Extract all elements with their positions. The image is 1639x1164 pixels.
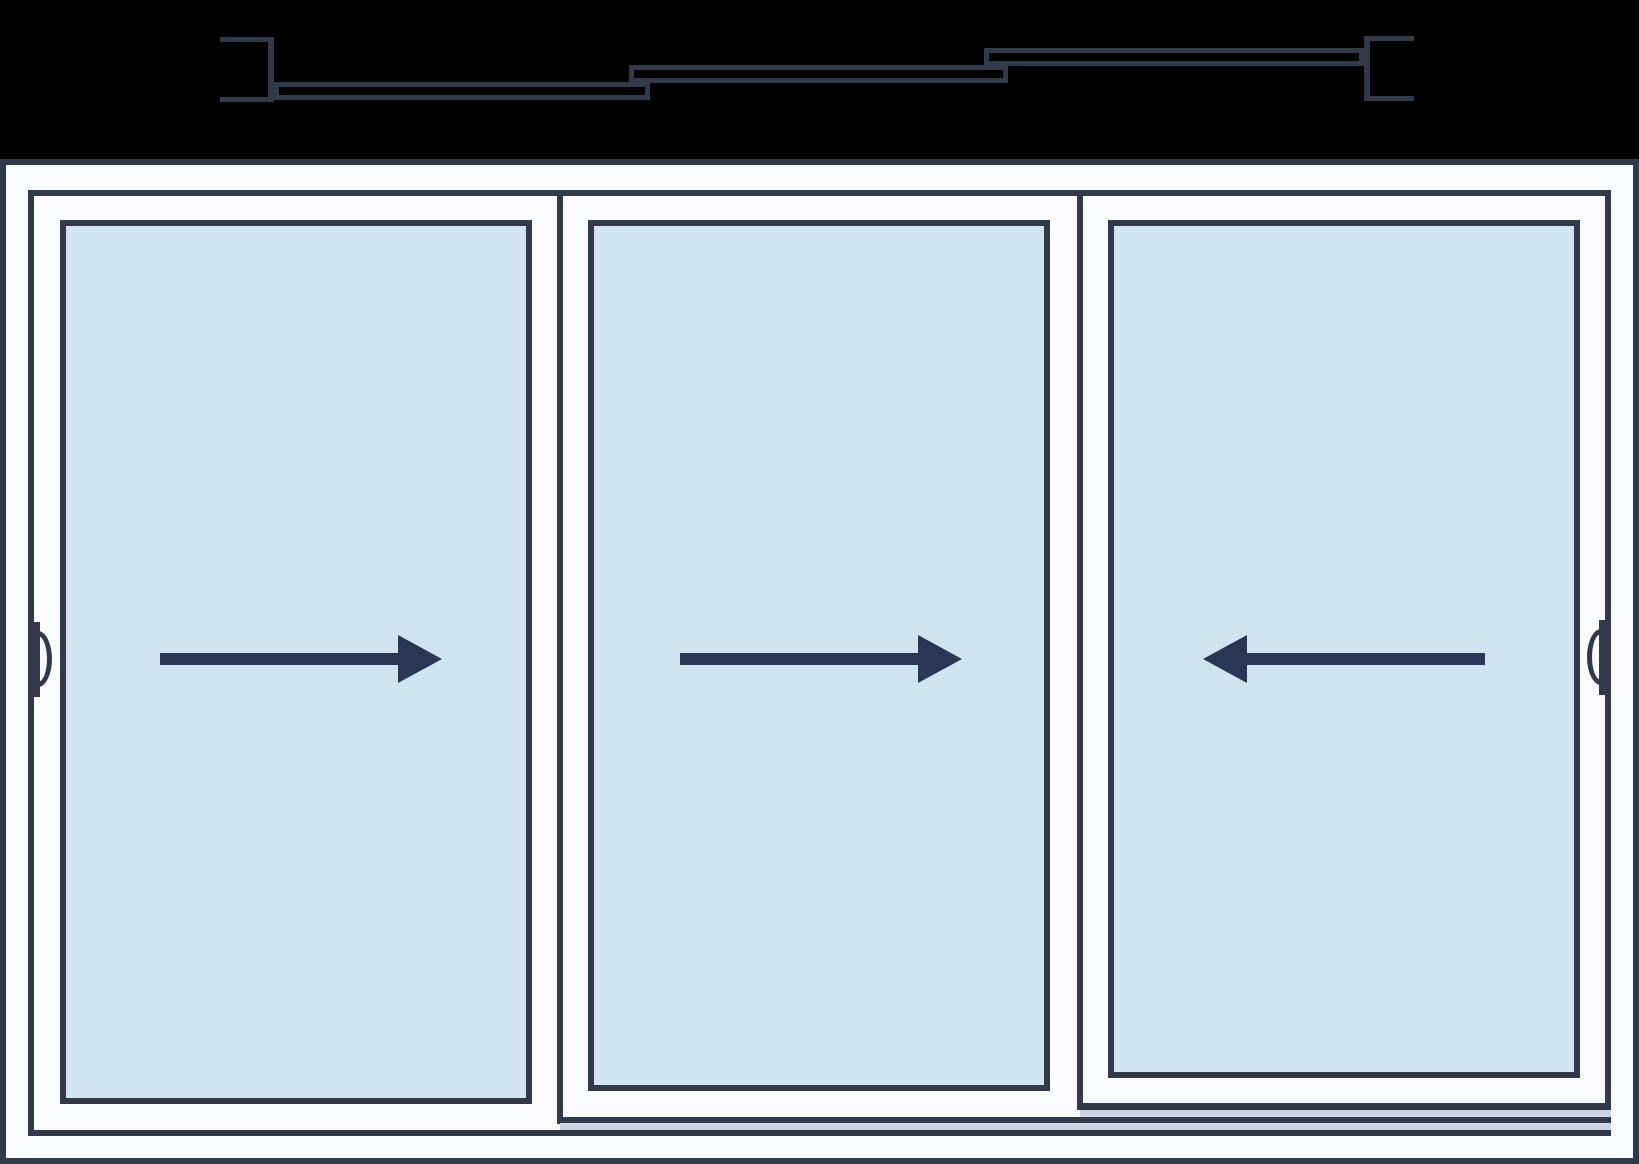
track-3-sill (1080, 1110, 1611, 1117)
left-handle-icon (33, 622, 40, 697)
plan-panel-2-bar (629, 65, 1008, 83)
plan-left-jamb-icon (220, 37, 274, 102)
arrow-shaft (160, 653, 400, 665)
arrow-shaft (680, 653, 920, 665)
track-2-edge (560, 1117, 1611, 1123)
mullion-panel1-panel2 (557, 196, 563, 1124)
glass-panel-3 (1108, 220, 1580, 1078)
inner-frame (28, 190, 1611, 1136)
plan-right-jamb-icon (1364, 36, 1414, 101)
slide-direction-arrow-icon (160, 635, 442, 683)
arrow-head (1203, 635, 1247, 683)
mullion-panel2-panel3 (1077, 196, 1083, 1110)
plan-panel-3-bar (984, 48, 1364, 66)
slide-direction-arrow-icon (1203, 635, 1485, 683)
arrow-head (918, 635, 962, 683)
track-3-edge (1080, 1103, 1611, 1110)
arrow-head (398, 635, 442, 683)
plan-panel-1-bar (274, 82, 650, 100)
arrow-shaft (1245, 653, 1485, 665)
right-handle-icon (1599, 620, 1606, 695)
track-2-sill (560, 1123, 1611, 1130)
slide-direction-arrow-icon (680, 635, 962, 683)
